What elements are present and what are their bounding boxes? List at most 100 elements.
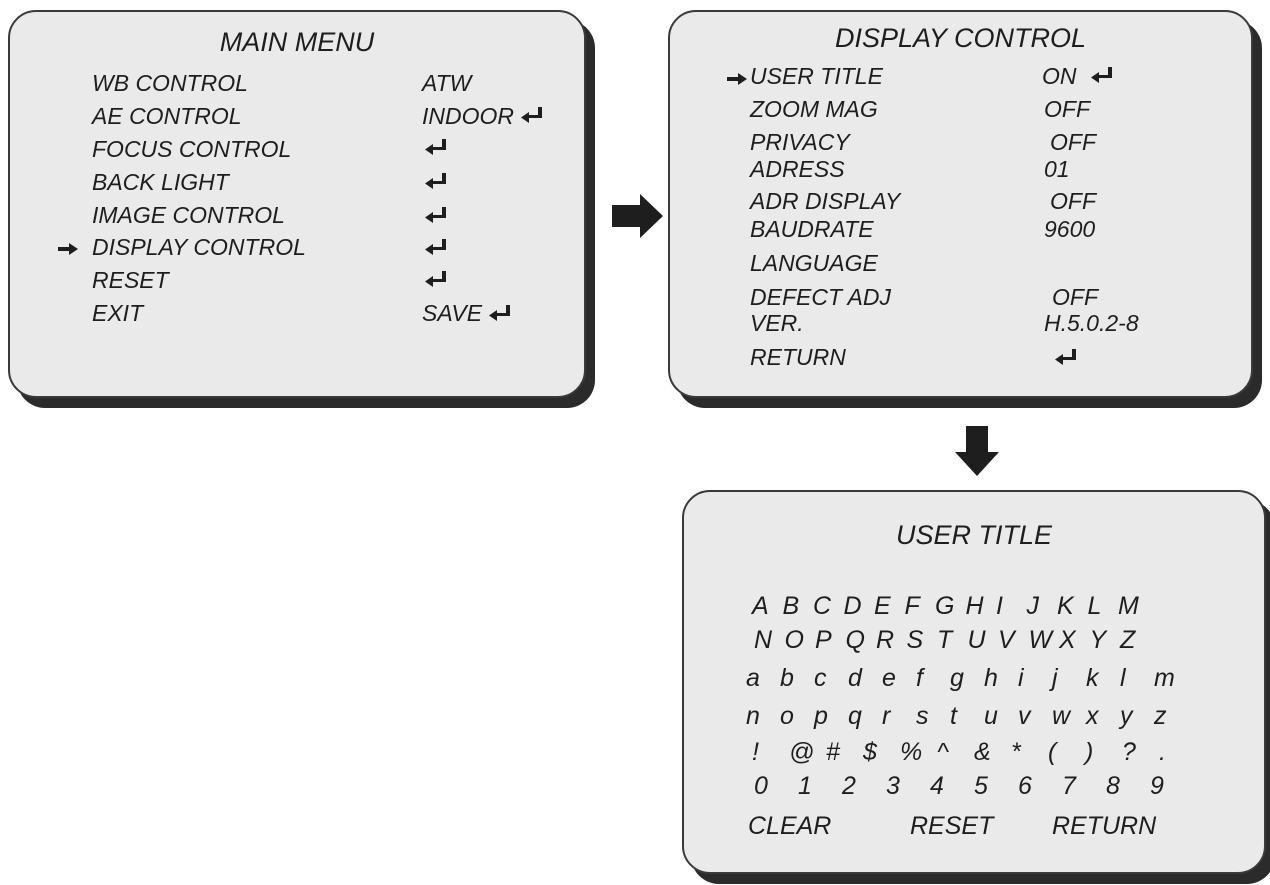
char-key[interactable]: P	[815, 626, 832, 654]
char-key[interactable]: o	[780, 702, 794, 730]
return-button[interactable]: RETURN	[1052, 812, 1157, 840]
char-key[interactable]: ^	[937, 738, 949, 766]
char-key[interactable]: V	[998, 626, 1015, 654]
char-key[interactable]: R	[876, 626, 895, 654]
menu-item-reset[interactable]: RESET	[92, 267, 169, 293]
char-key[interactable]: #	[826, 738, 840, 766]
display-item-ver[interactable]: VER.	[750, 310, 804, 336]
menu-value-wb-control: ATW	[422, 70, 472, 96]
enter-icon	[424, 238, 448, 258]
char-key[interactable]: W	[1028, 626, 1053, 654]
char-key[interactable]: 7	[1062, 772, 1076, 800]
char-key[interactable]: !	[752, 738, 759, 766]
char-key[interactable]: e	[882, 664, 896, 692]
char-key[interactable]: X	[1059, 626, 1076, 654]
char-key[interactable]: @	[789, 738, 815, 766]
char-key[interactable]: 4	[930, 772, 944, 800]
char-key[interactable]: y	[1120, 702, 1133, 730]
char-key[interactable]: I	[996, 592, 1003, 620]
char-key[interactable]: *	[1011, 738, 1021, 766]
char-key[interactable]: i	[1018, 664, 1024, 692]
menu-item-image-control[interactable]: IMAGE CONTROL	[92, 202, 285, 228]
char-key[interactable]: 5	[974, 772, 988, 800]
display-item-adr-display[interactable]: ADR DISPLAY	[750, 188, 901, 214]
char-key[interactable]: j	[1052, 664, 1058, 692]
char-key[interactable]: d	[848, 664, 862, 692]
menu-item-exit[interactable]: EXIT	[92, 300, 144, 326]
char-key[interactable]: %	[900, 738, 923, 766]
char-key[interactable]: Y	[1089, 626, 1107, 654]
char-key[interactable]: C	[813, 592, 832, 620]
char-key[interactable]: &	[974, 738, 991, 766]
char-key[interactable]: 6	[1018, 772, 1032, 800]
display-item-zoom-mag[interactable]: ZOOM MAG	[750, 96, 878, 122]
display-item-baudrate[interactable]: BAUDRATE	[750, 216, 874, 242]
char-key[interactable]: 9	[1150, 772, 1164, 800]
menu-item-display-control[interactable]: DISPLAY CONTROL	[92, 234, 306, 260]
char-key[interactable]: u	[984, 702, 998, 730]
char-key[interactable]: Q	[845, 626, 865, 654]
char-key[interactable]: x	[1086, 702, 1099, 730]
char-key[interactable]: J	[1026, 592, 1040, 620]
char-key[interactable]: L	[1087, 592, 1102, 620]
enter-icon	[1090, 66, 1114, 86]
clear-button[interactable]: CLEAR	[748, 812, 832, 840]
char-key[interactable]: A	[752, 592, 769, 620]
menu-item-focus-control[interactable]: FOCUS CONTROL	[92, 136, 292, 162]
char-key[interactable]: S	[906, 626, 924, 654]
char-key[interactable]: M	[1118, 592, 1139, 620]
display-item-return[interactable]: RETURN	[750, 344, 846, 370]
display-item-user-title[interactable]: USER TITLE	[750, 63, 883, 89]
char-key[interactable]: q	[848, 702, 862, 730]
char-key[interactable]: b	[780, 664, 794, 692]
char-key[interactable]: f	[916, 664, 923, 692]
char-key[interactable]: G	[935, 592, 955, 620]
display-item-adress[interactable]: ADRESS	[750, 156, 845, 182]
menu-item-ae-control[interactable]: AE CONTROL	[92, 103, 242, 129]
char-key[interactable]: )	[1085, 738, 1094, 766]
char-key[interactable]: U	[967, 626, 986, 654]
char-key[interactable]: .	[1159, 738, 1166, 766]
char-key[interactable]: 3	[886, 772, 900, 800]
char-key[interactable]: n	[746, 702, 760, 730]
char-key[interactable]: t	[950, 702, 957, 730]
char-key[interactable]: K	[1057, 592, 1074, 620]
menu-item-back-light[interactable]: BACK LIGHT	[92, 169, 229, 195]
char-key[interactable]: 0	[754, 772, 768, 800]
char-key[interactable]: ?	[1122, 738, 1136, 766]
char-key[interactable]: 8	[1106, 772, 1120, 800]
char-key[interactable]: l	[1120, 664, 1126, 692]
char-key[interactable]: h	[984, 664, 998, 692]
char-key[interactable]: D	[843, 592, 862, 620]
char-key[interactable]: c	[814, 664, 827, 692]
char-key[interactable]: B	[782, 592, 800, 620]
char-key[interactable]: r	[882, 702, 891, 730]
char-key[interactable]: g	[950, 664, 964, 692]
char-key[interactable]: N	[754, 626, 773, 654]
display-value-user-title: ON	[1042, 63, 1077, 89]
reset-button[interactable]: RESET	[910, 812, 994, 840]
char-key[interactable]: m	[1154, 664, 1175, 692]
char-key[interactable]: 2	[842, 772, 856, 800]
char-key[interactable]: E	[874, 592, 891, 620]
char-key[interactable]: k	[1086, 664, 1099, 692]
menu-item-wb-control[interactable]: WB CONTROL	[92, 70, 248, 96]
char-key[interactable]: z	[1154, 702, 1167, 730]
display-item-defect-adj[interactable]: DEFECT ADJ	[750, 284, 891, 310]
char-key[interactable]: O	[784, 626, 804, 654]
char-key[interactable]: (	[1048, 738, 1057, 766]
char-key[interactable]: 1	[798, 772, 812, 800]
char-key[interactable]: $	[863, 738, 877, 766]
char-key[interactable]: a	[746, 664, 760, 692]
char-key[interactable]: H	[965, 592, 984, 620]
char-key[interactable]: p	[814, 702, 828, 730]
char-key[interactable]: Z	[1120, 626, 1136, 654]
char-key[interactable]: v	[1018, 702, 1031, 730]
display-item-language[interactable]: LANGUAGE	[750, 250, 878, 276]
display-item-privacy[interactable]: PRIVACY	[750, 129, 850, 155]
char-key[interactable]: T	[937, 626, 953, 654]
enter-icon	[424, 138, 448, 158]
char-key[interactable]: w	[1052, 702, 1071, 730]
char-key[interactable]: F	[904, 592, 920, 620]
char-key[interactable]: s	[916, 702, 929, 730]
